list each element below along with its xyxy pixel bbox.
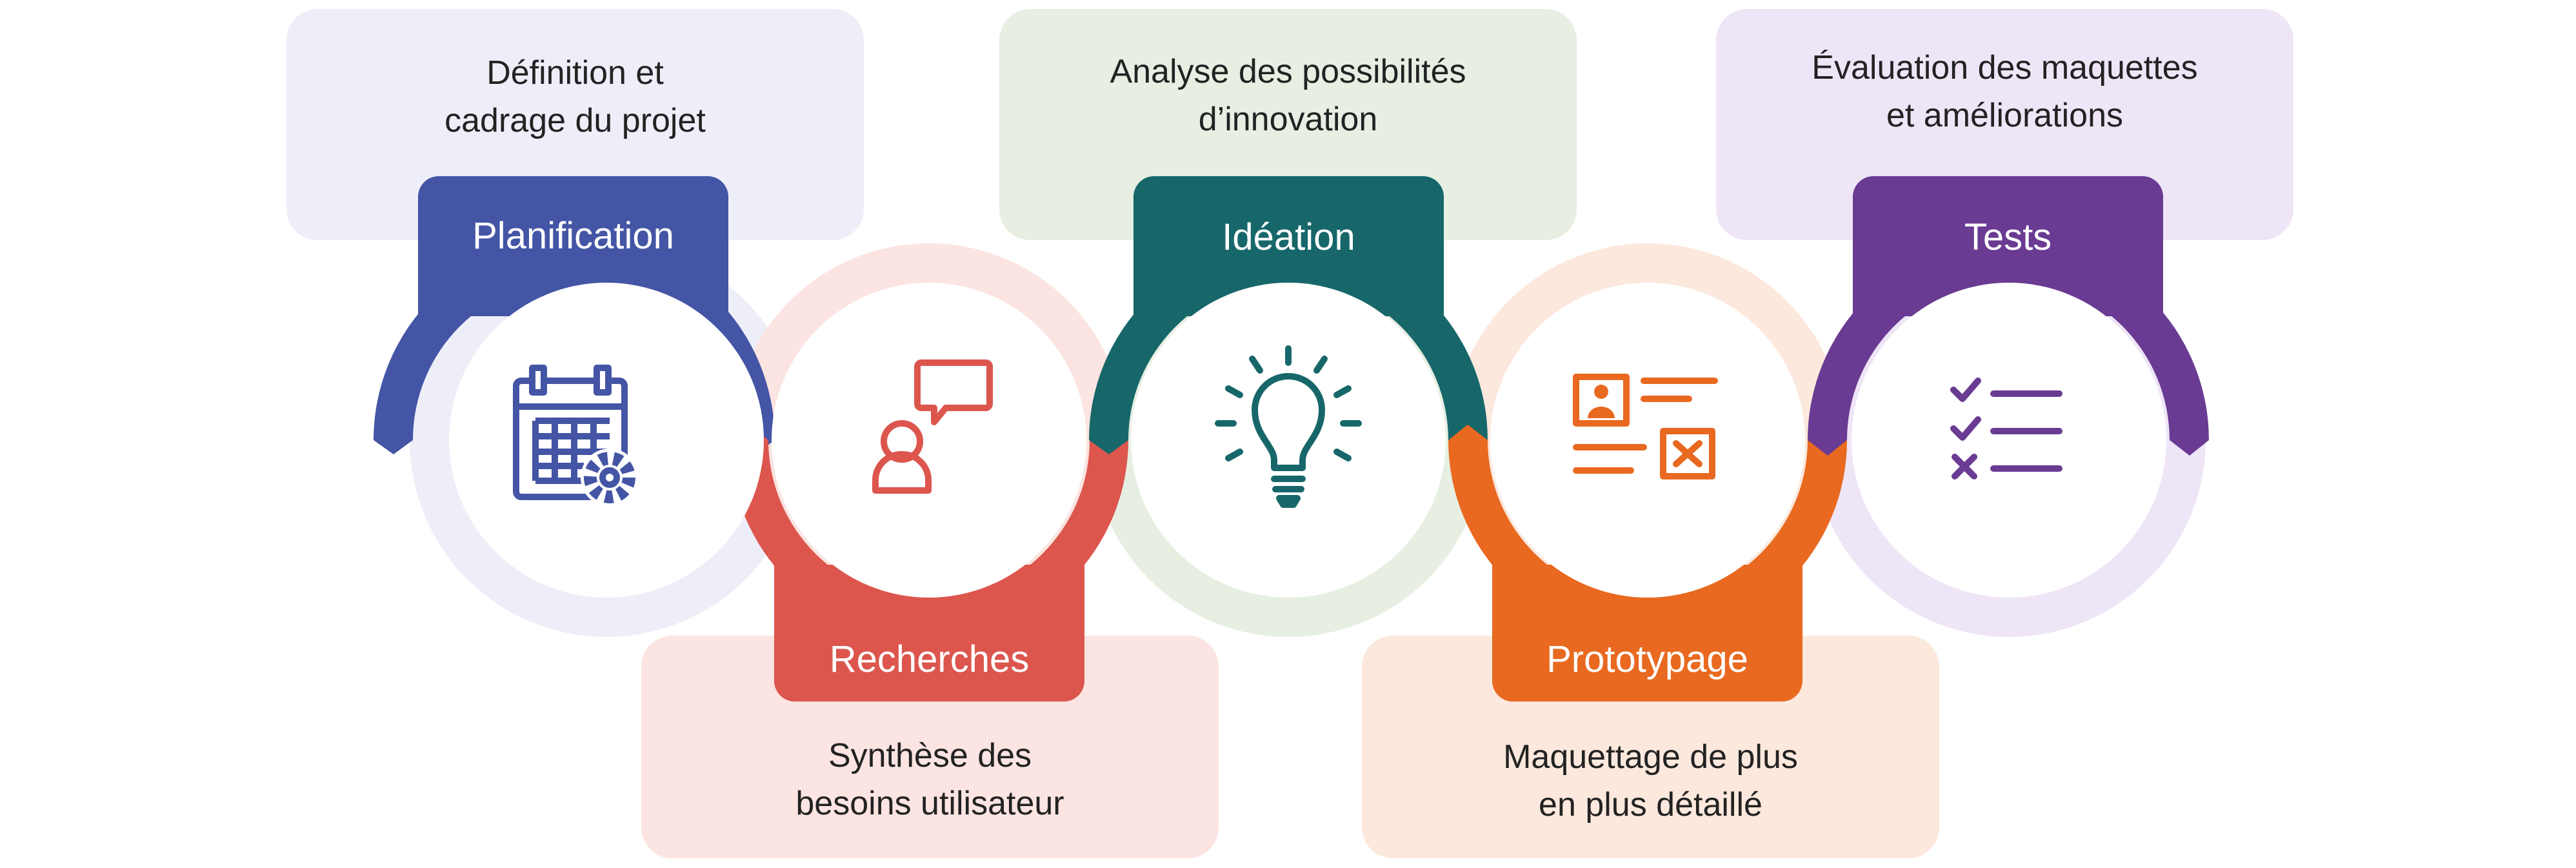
step-label-ideation: Idéation <box>1222 216 1355 258</box>
description-tests: Évaluation des maquettes et amélioration… <box>1812 49 2198 134</box>
description-recherches: Synthèse des besoins utilisateur <box>795 737 1064 822</box>
user-chat-icon <box>872 359 993 494</box>
disc-planification <box>449 283 764 598</box>
description-planification: Définition et cadrage du projet <box>444 54 706 139</box>
calendar-gear-icon <box>513 365 639 507</box>
disc-ideation <box>1131 283 1446 598</box>
lightbulb-icon <box>1215 345 1362 508</box>
tab-planification <box>418 176 728 316</box>
checklist-icon <box>1950 378 2062 479</box>
disc-recherches <box>772 283 1086 598</box>
disc-prototypage <box>1490 283 1805 598</box>
step-label-prototypage: Prototypage <box>1546 638 1748 680</box>
step-label-planification: Planification <box>472 214 674 257</box>
tab-prototypage <box>1492 565 1802 701</box>
description-ideation: Analyse des possibilités d’innovation <box>1110 53 1466 138</box>
step-label-recherches: Recherches <box>829 638 1030 680</box>
tab-recherches <box>774 565 1084 701</box>
tab-tests <box>1853 176 2163 316</box>
step-label-tests: Tests <box>1964 216 2052 258</box>
disc-tests <box>1852 283 2166 598</box>
wireframe-icon <box>1573 374 1718 479</box>
tab-ideation <box>1133 176 1444 316</box>
description-prototypage: Maquettage de plus en plus détaillé <box>1503 738 1798 823</box>
